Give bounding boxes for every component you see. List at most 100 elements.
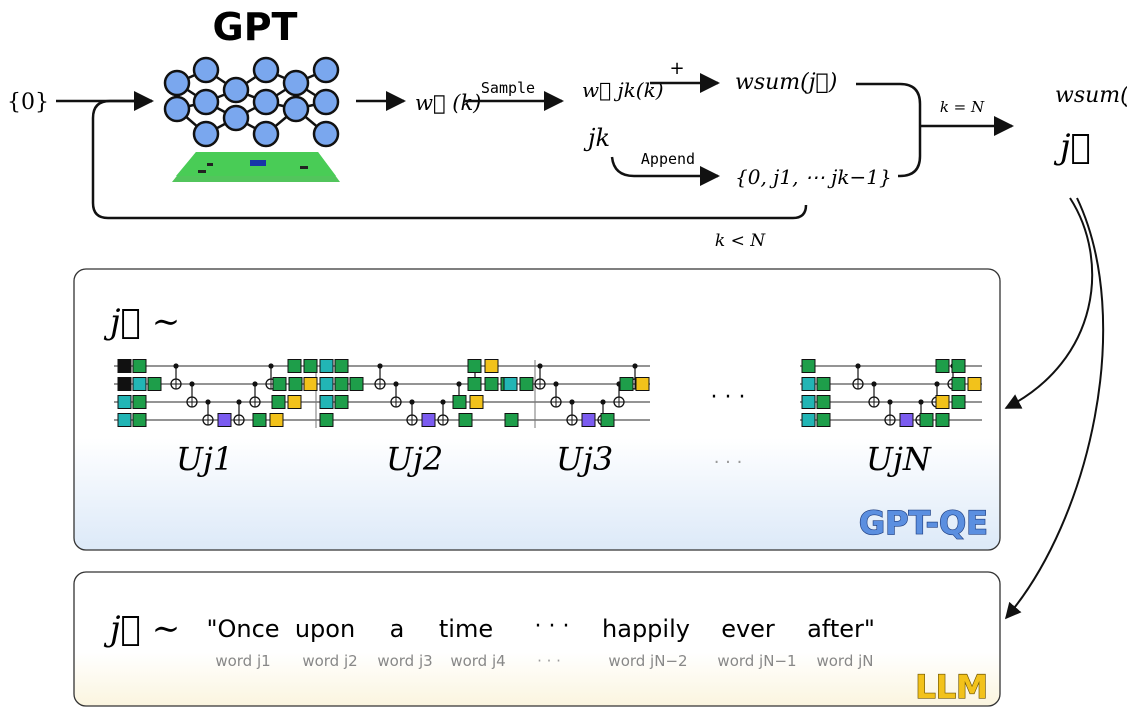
arrow-to-gptqe <box>1004 197 1094 409</box>
cnot-control <box>918 399 924 405</box>
quantum-gate <box>271 395 286 409</box>
word-label: word j1 <box>215 652 270 670</box>
arrow-to-llm <box>1004 197 1105 620</box>
cnot-control <box>632 363 638 369</box>
quantum-gate <box>288 377 303 391</box>
word-label: word jN <box>816 652 873 670</box>
unitary-label: Uj2 <box>386 440 443 478</box>
quantum-gate <box>935 359 950 373</box>
quantum-gate <box>132 359 147 373</box>
quantum-gate <box>319 413 334 427</box>
cnot-control <box>871 381 877 387</box>
quantum-gate <box>132 413 147 427</box>
nn-node <box>222 76 250 104</box>
sample-label: Sample <box>481 79 535 97</box>
gpt-title: GPT <box>213 5 298 49</box>
word-label: word jN−1 <box>717 652 796 670</box>
quantum-gate <box>303 377 318 391</box>
quantum-gate <box>147 377 162 391</box>
nn-node <box>163 69 191 97</box>
plus-label: + <box>669 58 684 79</box>
nn-node <box>192 56 220 84</box>
quantum-gate <box>458 413 473 427</box>
sentence-token: happily <box>602 615 690 643</box>
quantum-gate <box>334 359 349 373</box>
quantum-gate <box>484 359 499 373</box>
cnot-control <box>409 399 415 405</box>
feedback-loop-arrow <box>91 99 808 220</box>
output-j-vector: j⃗ <box>1053 127 1091 167</box>
gptqe-panel: j⃗ ∼ · · · · · · Uj1 Uj2 Uj3 UjN GPT-QE <box>73 268 1001 551</box>
cnot-control <box>173 363 179 369</box>
w-jk-label: w⃗ jk(k) <box>582 78 664 102</box>
quantum-gate <box>217 413 232 427</box>
cnot-control <box>600 399 606 405</box>
quantum-gate <box>816 413 831 427</box>
quantum-gate <box>801 359 816 373</box>
cnot-control <box>553 381 559 387</box>
quantum-gate <box>919 413 934 427</box>
quantum-gate <box>801 377 816 391</box>
top-flow: GPT {0} k < N w⃗ (k) Sample w⃗ jk(k) jk … <box>7 5 1127 620</box>
output-w-sum: wsum(j⃗) <box>1055 83 1127 108</box>
quantum-gate <box>635 377 650 391</box>
quantum-gate <box>600 413 615 427</box>
j-k-label: jk <box>583 124 610 152</box>
quantum-gate <box>319 395 334 409</box>
llm-panel: j⃗ ∼ "Once upon a time · · · happily eve… <box>73 571 1001 707</box>
nn-node <box>192 120 220 148</box>
quantum-gate <box>303 359 318 373</box>
quantum-gate <box>117 413 132 427</box>
quantum-gate <box>117 359 132 373</box>
quantum-gate <box>801 413 816 427</box>
quantum-gate <box>452 395 467 409</box>
sentence-token: "Once <box>206 615 279 643</box>
unitary-label: Uj3 <box>556 440 613 478</box>
cnot-control <box>377 363 383 369</box>
quantum-gate <box>421 413 436 427</box>
quantum-gate <box>117 377 132 391</box>
quantum-gate <box>951 377 966 391</box>
quantum-gate <box>117 395 132 409</box>
nn-node <box>312 120 340 148</box>
quantum-gate <box>269 413 284 427</box>
quantum-gate <box>951 395 966 409</box>
cnot-control <box>268 363 274 369</box>
quantum-gate <box>935 395 950 409</box>
quantum-gate <box>467 359 482 373</box>
sentence-token: upon <box>295 615 355 643</box>
quantum-gate <box>581 413 596 427</box>
word-label: word j3 <box>377 652 432 670</box>
word-label: word j4 <box>450 652 505 670</box>
sentence-token: ever <box>721 615 775 643</box>
quantum-gate <box>334 377 349 391</box>
sentence-token: · · · <box>535 614 570 639</box>
quantum-gate <box>272 377 287 391</box>
quantum-gate <box>132 377 147 391</box>
quantum-gate <box>801 395 816 409</box>
cnot-control <box>440 399 446 405</box>
word-label: word j2 <box>302 652 357 670</box>
quantum-gate <box>252 413 267 427</box>
w-sum-label: wsum(j⃗) <box>735 70 837 95</box>
gptqe-j-distribution: j⃗ ∼ <box>103 302 180 342</box>
llm-j-distribution: j⃗ ∼ <box>103 609 180 649</box>
chip-platform-icon <box>172 152 340 182</box>
cnot-control <box>569 399 575 405</box>
k-equals-n-label: k = N <box>940 98 985 116</box>
unitary-ellipsis: · · · <box>714 452 743 473</box>
quantum-gate <box>619 377 634 391</box>
nn-node <box>252 56 280 84</box>
sentence-token: a <box>390 615 405 643</box>
word-label: · · · <box>537 652 561 670</box>
cnot-control <box>393 381 399 387</box>
neural-network-icon <box>163 56 340 148</box>
quantum-circuit <box>114 359 982 428</box>
nn-node <box>163 95 191 123</box>
sequence-set-label: {0, j1, ⋯ jk−1} <box>735 165 892 189</box>
append-arrow <box>610 156 720 186</box>
quantum-gate <box>467 377 482 391</box>
quantum-gate <box>816 377 831 391</box>
unitary-label: UjN <box>866 440 932 478</box>
cnot-control <box>205 399 211 405</box>
